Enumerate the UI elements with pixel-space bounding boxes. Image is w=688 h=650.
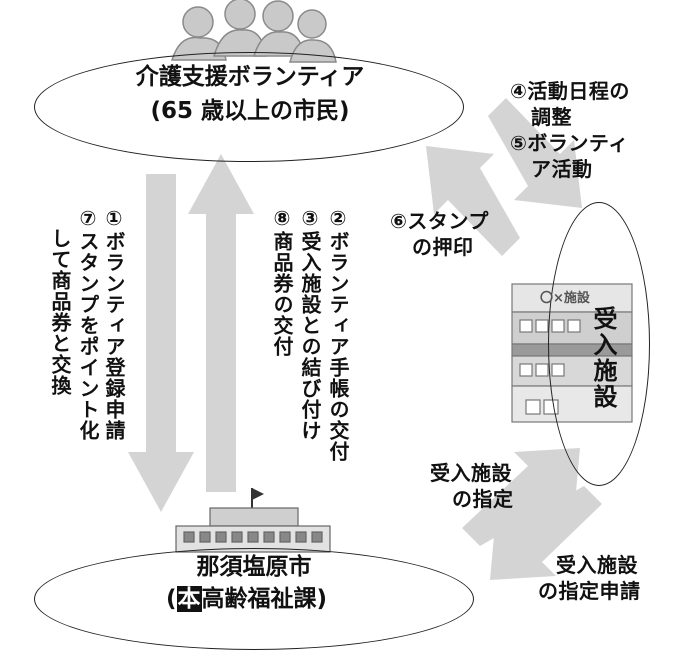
arrow-to-volunteers — [426, 146, 520, 256]
step-2: ②ボランティア手帳の交付 — [326, 206, 350, 462]
city-hall-building-illustration — [175, 488, 331, 553]
step-5-line2: ア活動 — [531, 157, 593, 181]
city-dept-highlight: 本 — [176, 586, 202, 612]
city-dept-rest: 高齢福祉課 — [201, 586, 317, 612]
city-dept: (本高齢福祉課) — [166, 584, 327, 614]
facility-name: 受入施設 — [589, 306, 617, 410]
volunteers-title: 介護支援ボランティア — [135, 64, 365, 90]
facility-sign: 〇×施設 — [540, 291, 590, 306]
step-6-line2: の押印 — [412, 235, 474, 259]
city-dept-open: ( — [166, 586, 177, 612]
step-4-line1: ④活動日程の — [510, 79, 630, 103]
volunteers-subtitle: (65 歳以上の市民) — [150, 98, 350, 124]
volunteers-ellipse — [34, 52, 464, 162]
step-5-line1: ⑤ボランティ — [510, 131, 629, 155]
arrow-to-facility-top — [488, 98, 582, 208]
step-4-line2: 調整 — [531, 105, 572, 129]
designation-request-line2: の指定申請 — [538, 579, 641, 603]
step-7-line1: ⑦スタンプをポイント化 — [76, 206, 100, 441]
arrow-designation — [462, 448, 580, 546]
designation-line2: の指定 — [452, 487, 514, 511]
city-dept-close: ) — [316, 586, 328, 612]
designation-request-line1: 受入施設 — [556, 553, 638, 577]
step-3: ③受入施設との結び付け — [298, 206, 322, 441]
arrow-down-left — [128, 174, 194, 512]
arrow-designation-request — [490, 486, 602, 580]
step-1: ①ボランティア登録申請 — [102, 206, 126, 441]
arrow-up-right — [188, 154, 254, 492]
step-8: ⑧商品券の交付 — [270, 206, 294, 357]
city-name: 那須塩原市 — [196, 554, 312, 580]
step-6-line1: ⑥スタンプ — [390, 209, 489, 233]
facility-ellipse — [548, 202, 650, 486]
step-7-line2: して商品券と交換 — [48, 228, 72, 396]
designation-line1: 受入施設 — [430, 461, 512, 485]
